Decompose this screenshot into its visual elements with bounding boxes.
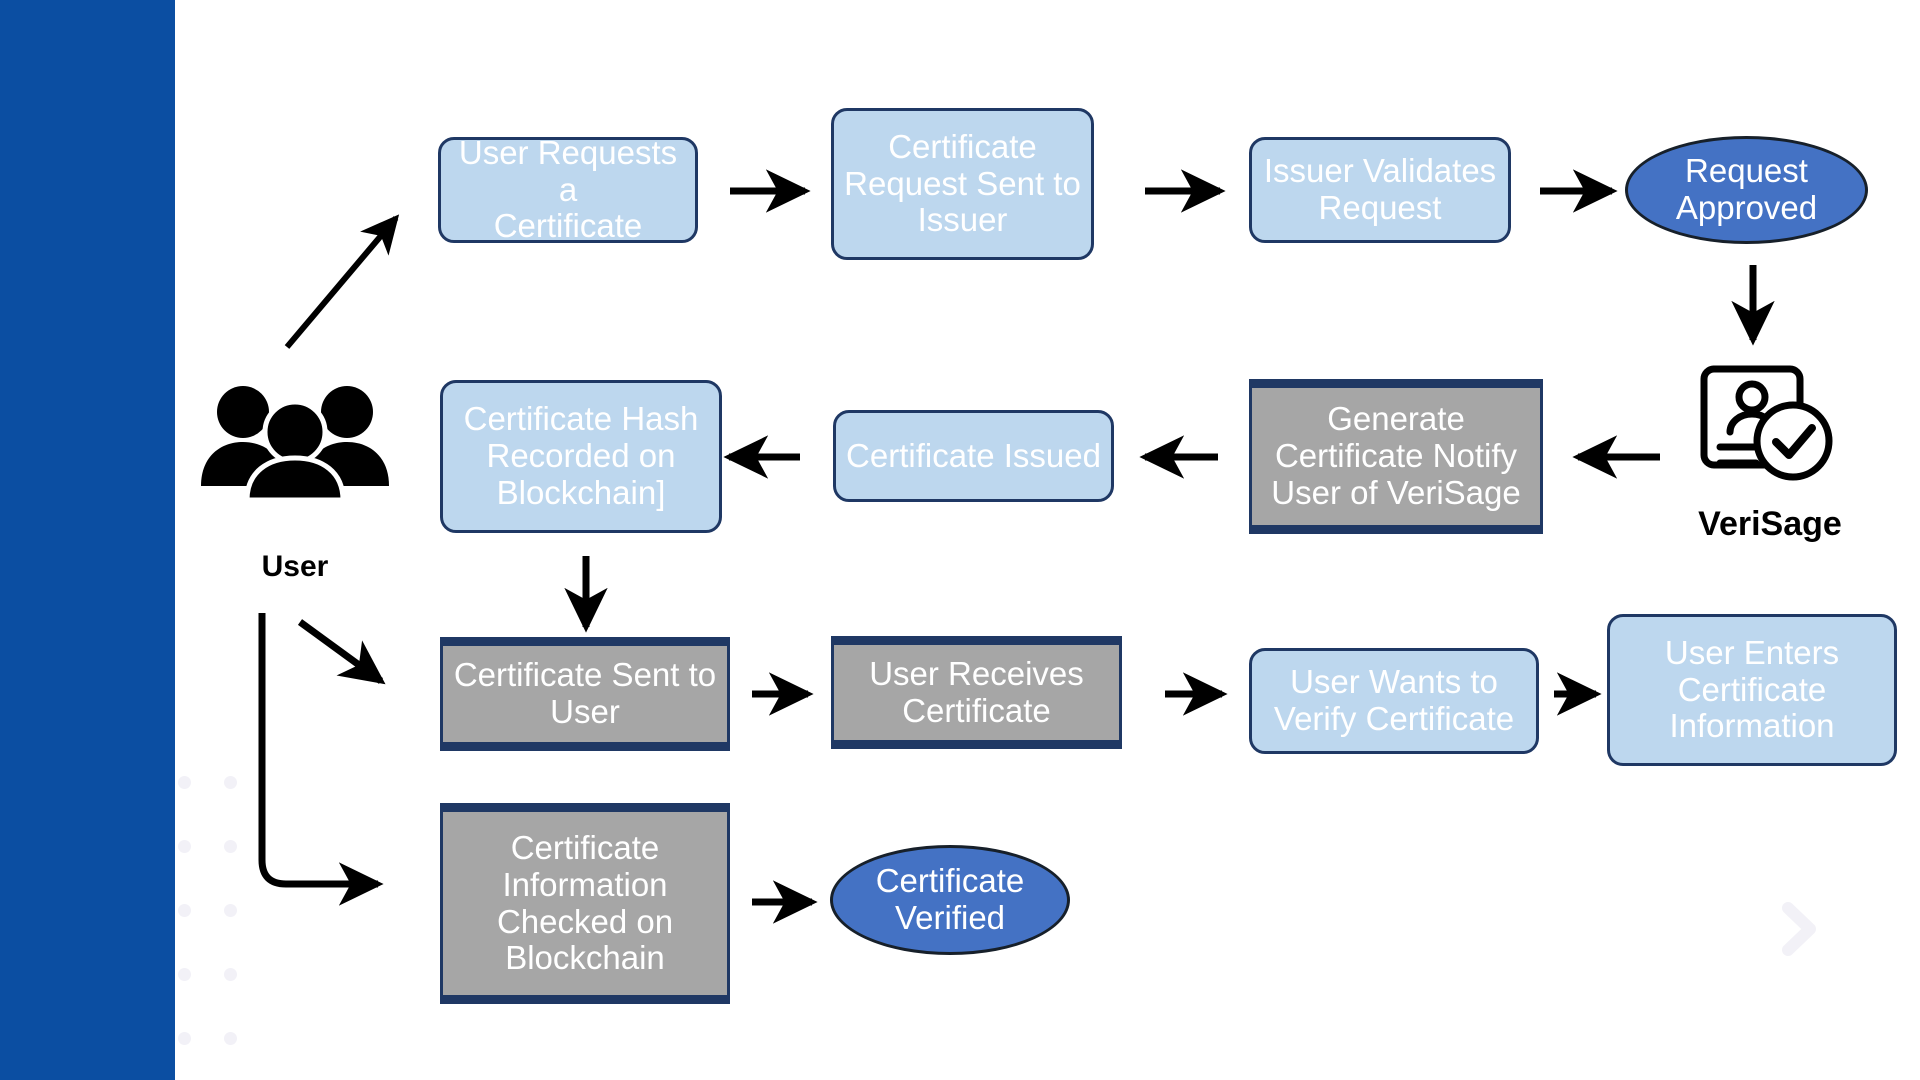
node-certificate-request-sent-to-issuer[interactable]: Certificate Request Sent to Issuer [831,108,1094,260]
decorative-dot [178,840,191,853]
user-label: User [261,550,329,583]
verisage-id-card-verified-icon [1700,355,1840,485]
connector-user-to-request [284,214,400,349]
node-certificate-sent-to-user[interactable]: Certificate Sent to User [440,637,730,751]
node-user-requests-certificate[interactable]: User Requests a Certificate [438,134,698,244]
node-generate-certificate-notify-user-of-verisage[interactable]: Generate Certificate Notify User of Veri… [1249,379,1543,534]
decorative-dot [178,776,191,789]
node-request-approved[interactable]: Request Approved [1625,136,1868,244]
node-issuer-validates-request[interactable]: Issuer Validates Request [1249,137,1511,243]
decorative-dot [224,1032,237,1045]
connector-user-to-sent-to-user [297,619,386,685]
node-user-enters-certificate-information[interactable]: User Enters Certificate Information [1607,614,1897,766]
node-certificate-issued[interactable]: Certificate Issued [833,410,1114,502]
decorative-dot [224,776,237,789]
node-certificate-verified[interactable]: Certificate Verified [830,845,1070,955]
left-accent-bar [0,0,175,1080]
connector-user-to-info-checked [258,613,384,906]
decorative-dot [178,968,191,981]
decorative-dot [224,968,237,981]
node-certificate-information-checked-on-blockchain[interactable]: Certificate Information Checked on Block… [440,803,730,1004]
decorative-dot [224,904,237,917]
decorative-dot [178,904,191,917]
user-group-icon [195,380,395,503]
node-user-wants-to-verify-certificate[interactable]: User Wants to Verify Certificate [1249,648,1539,754]
decorative-dot [178,1032,191,1045]
node-certificate-hash-recorded-on-blockchain[interactable]: Certificate Hash Recorded on Blockchain] [440,380,722,533]
verisage-label: VeriSage [1698,505,1842,543]
decorative-dot [224,840,237,853]
chevron-right-icon [1780,902,1820,956]
node-user-receives-certificate[interactable]: User Receives Certificate [831,636,1122,749]
